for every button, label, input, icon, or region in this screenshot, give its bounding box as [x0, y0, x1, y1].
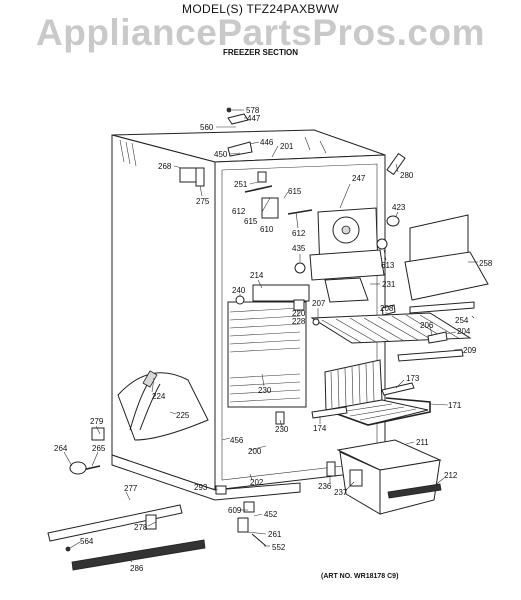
part-label-230a: 230 [258, 386, 272, 395]
part-label-279: 279 [90, 417, 104, 426]
part-label-446: 446 [260, 138, 274, 147]
part-label-612b: 612 [292, 229, 306, 238]
fan-shroud [309, 207, 385, 303]
evaporator-coil [227, 284, 310, 408]
part-label-209: 209 [463, 346, 477, 355]
part-label-230b: 230 [275, 425, 289, 434]
part-label-264: 264 [54, 444, 68, 453]
part-label-214: 214 [250, 271, 264, 280]
part-label-552: 552 [272, 543, 286, 552]
shelf-rail [409, 301, 475, 314]
part-label-615b: 615 [244, 217, 258, 226]
part-label-237: 237 [334, 488, 348, 497]
part-label-258: 258 [479, 259, 493, 268]
watermark: AppliancePartsPros.com [36, 12, 485, 53]
model-title: MODEL(S) TFZ24PAXBWW [182, 2, 339, 16]
part-label-208: 208 [380, 304, 394, 313]
ice-tray-door [117, 370, 209, 441]
part-labels: 578 447 560 446 450 201 268 275 251 615 … [54, 106, 493, 573]
part-label-280: 280 [400, 171, 414, 180]
part-label-560: 560 [200, 123, 214, 132]
part-label-268: 268 [158, 162, 172, 171]
part-label-450: 450 [214, 150, 228, 159]
part-label-204: 204 [457, 327, 471, 336]
part-label-201: 201 [280, 142, 294, 151]
section-title: FREEZER SECTION [222, 48, 299, 57]
part-label-225: 225 [176, 411, 190, 420]
part-label-615a: 615 [288, 187, 302, 196]
part-label-231: 231 [382, 280, 396, 289]
part-label-206: 206 [420, 321, 434, 330]
slide-rail [311, 406, 348, 419]
part-label-613: 613 [381, 261, 395, 270]
part-label-247: 247 [352, 174, 366, 183]
part-label-452: 452 [264, 510, 278, 519]
part-label-251: 251 [234, 180, 248, 189]
wire-basket [324, 359, 431, 426]
part-label-173: 173 [406, 374, 420, 383]
shelf-trim [397, 349, 464, 362]
part-label-228: 228 [292, 317, 306, 326]
part-label-456: 456 [230, 436, 244, 445]
hinge-parts [69, 427, 105, 475]
part-label-220: 220 [292, 309, 306, 318]
part-label-286: 286 [130, 564, 144, 573]
part-label-275: 275 [196, 197, 210, 206]
part-label-278: 278 [134, 523, 148, 532]
hardware [65, 107, 448, 552]
part-label-277: 277 [124, 484, 138, 493]
air-duct-panel [404, 214, 489, 301]
part-label-435: 435 [292, 244, 306, 253]
part-label-174: 174 [313, 424, 327, 433]
basket-trim [381, 382, 415, 396]
bin-bracket-2 [349, 469, 363, 487]
part-label-171: 171 [448, 401, 462, 410]
part-label-564: 564 [80, 537, 94, 546]
part-label-447: 447 [247, 114, 261, 123]
part-label-578: 578 [246, 106, 260, 115]
part-label-610: 610 [260, 225, 274, 234]
part-label-211: 211 [416, 438, 429, 447]
art-number: (ART NO. WR18178 C9) [321, 573, 399, 580]
part-label-207: 207 [312, 299, 326, 308]
part-label-212: 212 [444, 471, 458, 480]
part-label-612a: 612 [232, 207, 246, 216]
part-label-261: 261 [268, 530, 282, 539]
leader-lines [63, 109, 478, 563]
part-label-240: 240 [232, 286, 246, 295]
part-label-293: 293 [194, 483, 208, 492]
part-label-236: 236 [318, 482, 332, 491]
bin-bracket [326, 461, 336, 477]
part-label-423: 423 [392, 203, 406, 212]
part-label-202: 202 [250, 478, 264, 487]
part-label-265: 265 [92, 444, 106, 453]
part-label-200: 200 [248, 447, 262, 456]
part-label-224: 224 [152, 392, 166, 401]
part-label-254: 254 [455, 316, 469, 325]
part-label-609: 609 [228, 506, 242, 515]
base-grille [47, 504, 206, 571]
